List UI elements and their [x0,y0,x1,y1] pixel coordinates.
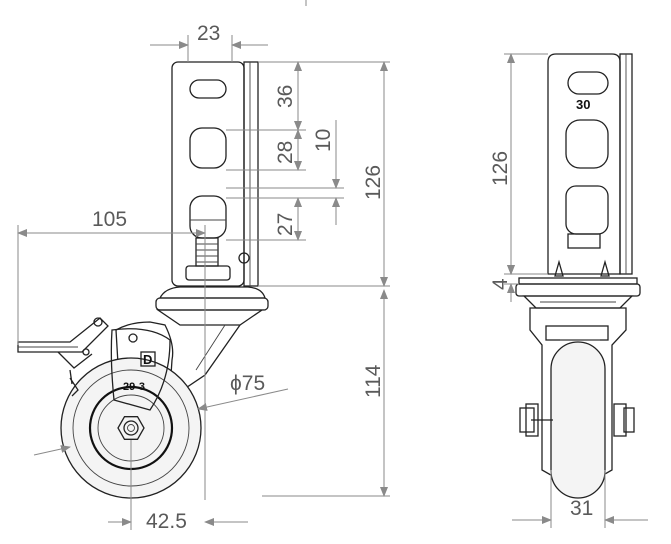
front-dim-4: 4 [489,258,519,302]
brake-symbol: D [143,352,152,367]
dim-height-114: 114 [262,289,390,497]
dim-width-23: 23 [150,22,268,62]
dim-28-label: 28 [274,141,297,164]
side-brake-lever [17,317,138,397]
front-mounting-bracket: 30 [547,53,633,277]
front-view: 30 [489,53,648,528]
front-dim-31-label: 31 [570,497,593,520]
front-wheel [531,341,606,499]
dim-slot-27: 27 [274,197,302,241]
dim-width-label: 23 [197,22,220,45]
dim-axle-42-5: 42.5 [108,440,248,533]
stem-nut [185,265,231,281]
dim-42-5-label: 42.5 [146,510,187,533]
side-mounting-bracket [171,61,259,287]
bracket-slot-middle [189,127,227,169]
dim-75-label: ϕ75 [230,372,265,395]
dim-wheel-diameter: ϕ75 [33,372,289,456]
dim-10-label: 10 [312,129,335,152]
dim-105-label: 105 [92,208,127,231]
dim-bracket-126: 126 [362,61,388,287]
dim-slot-10: 10 [312,120,340,225]
dim-27-label: 27 [274,213,297,236]
dim-126-label: 126 [362,165,385,200]
side-swivel-head [155,286,269,326]
bracket-label: 30 [576,97,590,112]
front-slot-middle [565,119,609,169]
dim-36-label: 36 [274,85,297,108]
front-dim-126: 126 [489,53,548,275]
bracket-slot-bottom [189,195,227,239]
front-swivel-head [515,277,641,309]
dim-slot-36: 36 [274,61,302,131]
front-dim-126-label: 126 [489,151,512,186]
dim-slot-28: 28 [274,129,302,171]
axle-nut [117,416,145,440]
hub-label: 29-3 [123,381,145,393]
front-slot-top [567,71,609,95]
front-slot-bottom [565,185,609,235]
front-dim-31: 31 [512,470,648,528]
brake-symbol-frame [140,351,156,367]
side-wheel [60,328,202,499]
side-view: D 29-3 23 36 28 [17,0,390,533]
front-axle [519,403,635,437]
dim-114-label: 114 [362,364,385,398]
dim-offset-105: 105 [17,208,206,345]
bracket-slot-top [189,79,227,99]
front-dim-4-label: 4 [489,278,512,290]
